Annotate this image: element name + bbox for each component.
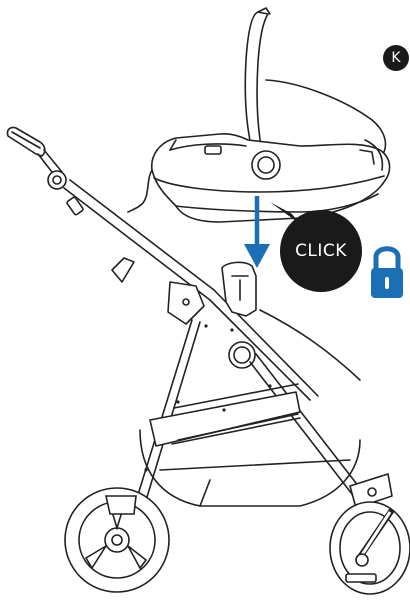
- car-seat: [128, 8, 390, 222]
- step-letter-badge: K: [383, 45, 409, 71]
- padlock-icon: [371, 249, 403, 298]
- front-wheel: [65, 488, 169, 592]
- click-text: CLICK: [295, 241, 347, 261]
- step-letter: K: [391, 51, 400, 65]
- rear-wheel: [330, 502, 410, 594]
- click-callout: CLICK: [280, 210, 362, 292]
